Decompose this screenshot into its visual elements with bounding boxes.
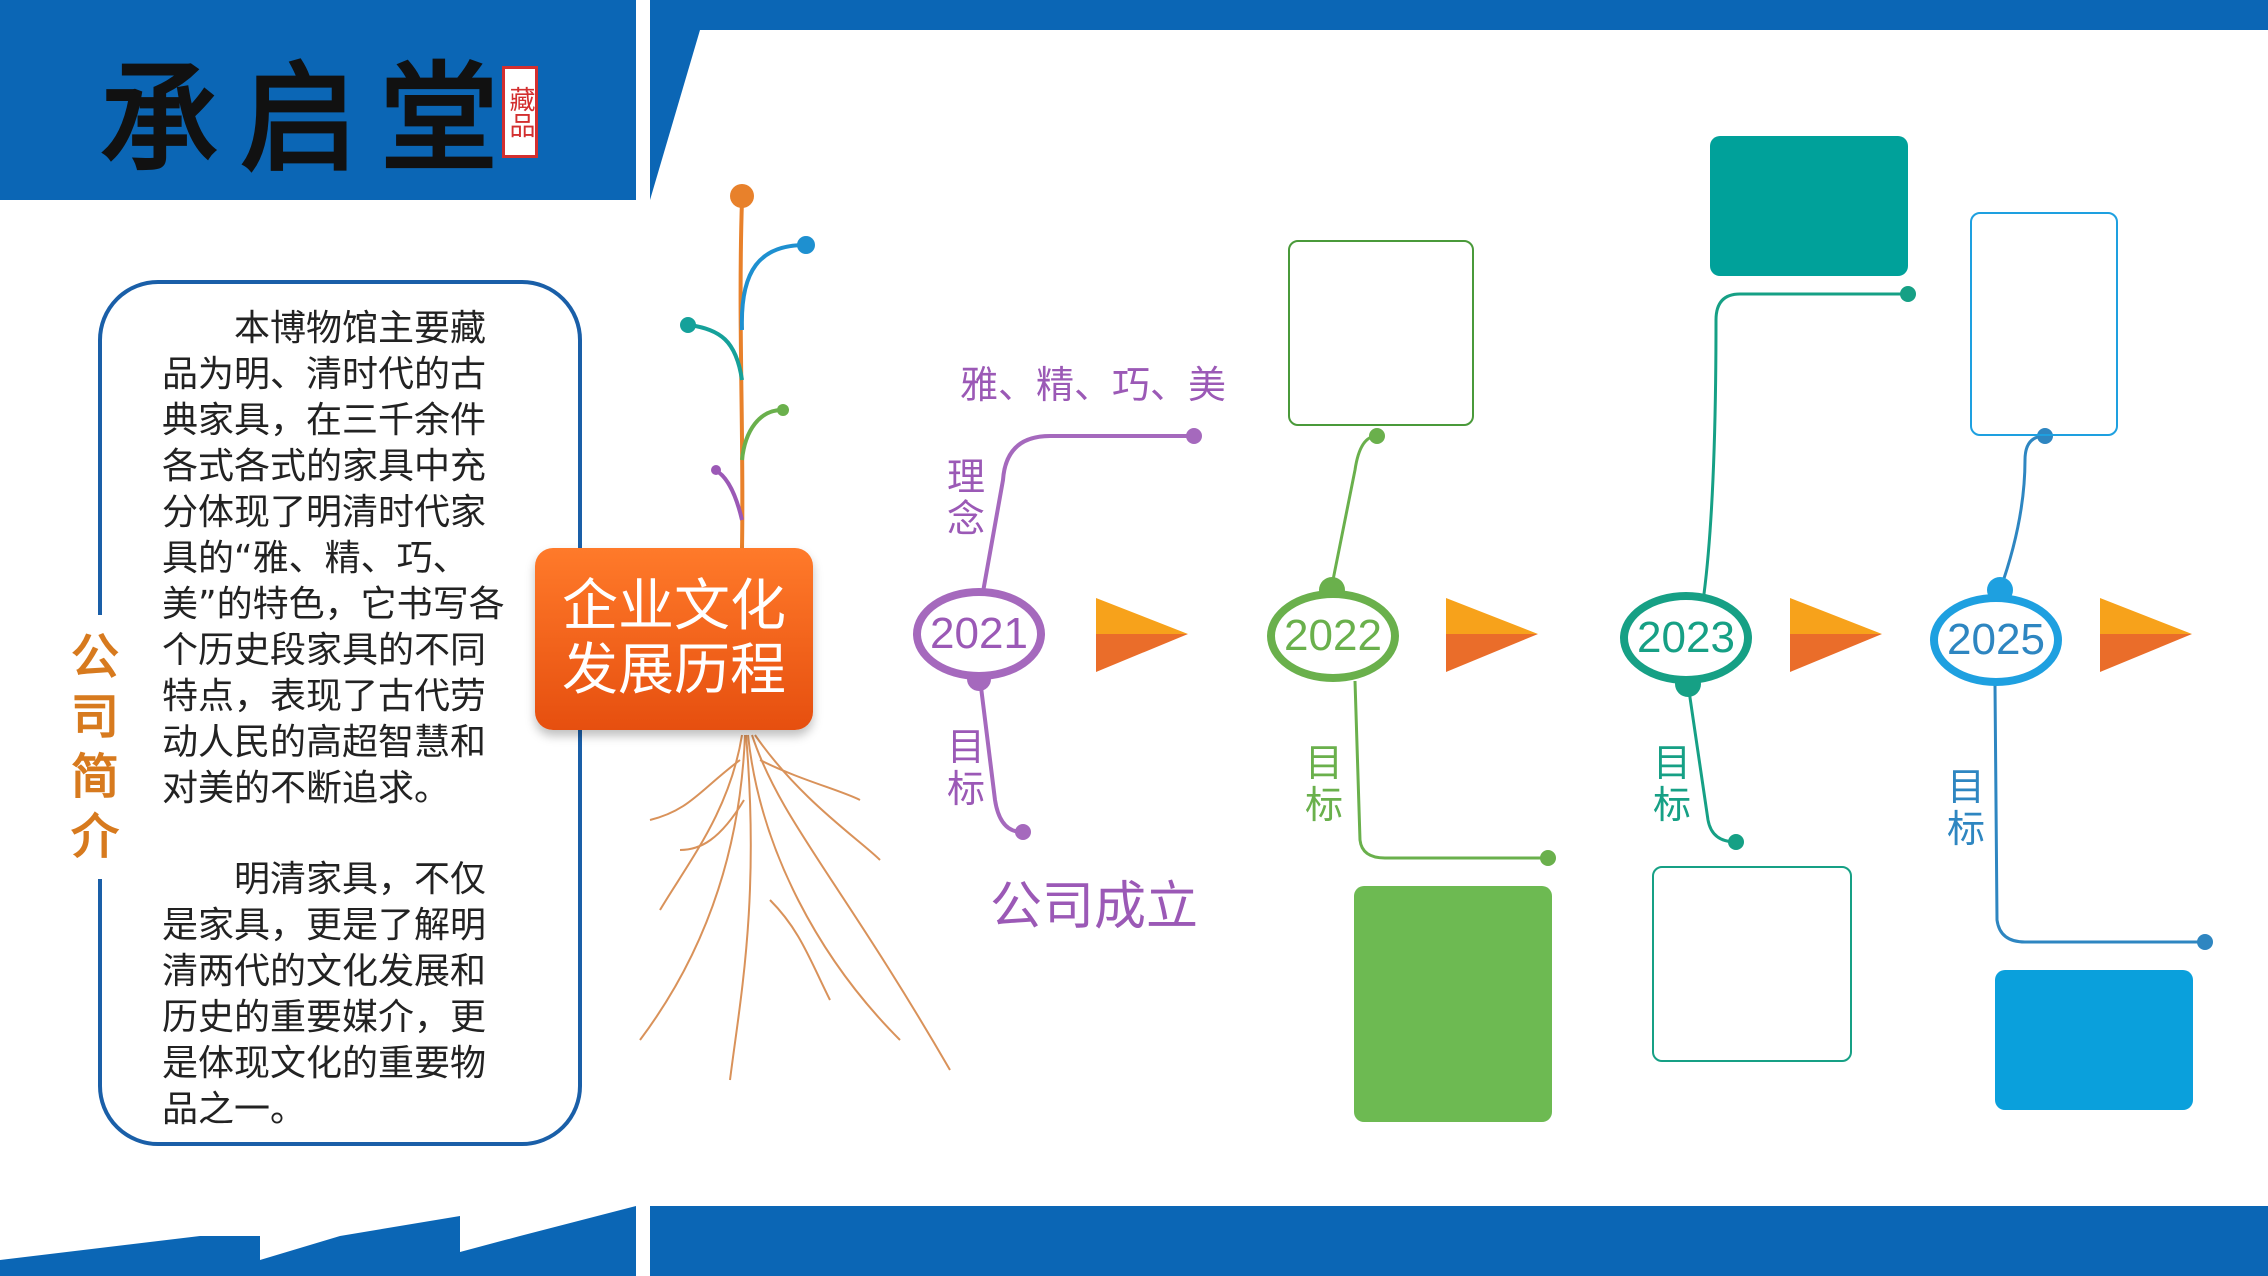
connector-2025 [1987,428,2213,950]
concept-text-2021: 雅、精、巧、美 [960,363,1227,407]
card-2025-top [1970,212,2118,436]
card-2023-bottom [1652,866,1852,1062]
intro-paragraph-1: 本博物馆主要藏品为明、清时代的古典家具，在三千余件各式各式的家具中充分体现了明清… [162,308,505,809]
card-2023-top [1710,136,1908,276]
center-title: 企业文化发展历程 [562,574,786,703]
year-2021-label: 2021 [930,609,1028,658]
arrow-icon-3 [1790,598,1882,672]
goal-text-2021: 公司成立 [990,877,1199,937]
footer-band-right [650,1206,2268,1276]
year-2022-label: 2022 [1284,611,1382,660]
plant-illustration [639,184,951,1081]
year-node-2025: 2025 [1930,594,2062,686]
connector-2023 [1675,286,1916,850]
brand-title: 承启堂 [100,49,521,188]
card-2022-top [1288,240,1474,426]
goal-label-2023: 目标 [1652,741,1691,827]
arrow-icon-4 [2100,598,2192,672]
goal-label-2022: 目标 [1304,741,1343,827]
goal-label-2025: 目标 [1946,765,1985,851]
card-2022-bottom [1354,886,1552,1122]
year-2023-label: 2023 [1637,613,1735,662]
goal-label-2021: 目标 [946,725,985,811]
year-node-2021: 2021 [913,588,1045,680]
footer-divider [636,1206,650,1276]
year-node-2022: 2022 [1267,590,1399,682]
center-title-box: 企业文化发展历程 [535,548,813,730]
footer-band-left [0,1206,636,1276]
intro-paragraph-2: 明清家具，不仅是家具，更是了解明清两代的文化发展和历史的重要媒介，更是体现文化的… [162,859,487,1130]
year-node-2023: 2023 [1620,592,1752,684]
arrow-icon-1 [1096,598,1188,672]
card-2025-bottom [1995,970,2193,1110]
concept-label-2021: 理念 [946,455,985,541]
header-band-right [650,0,2268,30]
seal-text: 藏品 [505,86,535,138]
intro-label: 公司简介 [62,615,128,879]
year-2025-label: 2025 [1947,615,2045,664]
header-right-slant [650,0,700,200]
arrow-icon-2 [1446,598,1538,672]
seal-stamp: 藏品 [502,66,538,158]
